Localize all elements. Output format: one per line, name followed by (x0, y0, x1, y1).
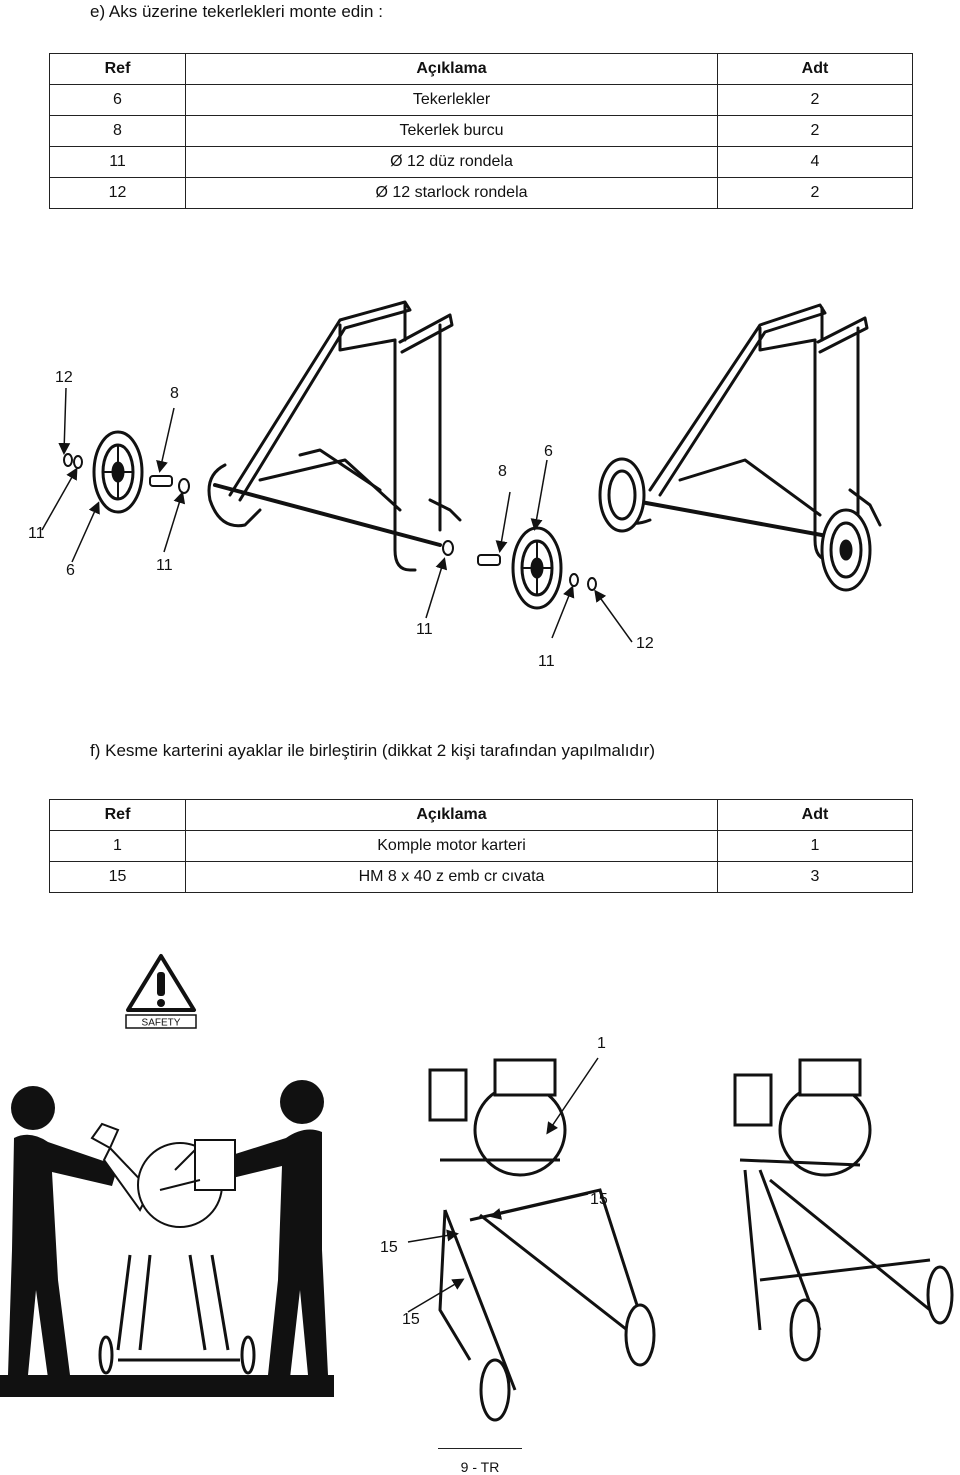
washer-icon (569, 573, 579, 587)
header-ref: Ref (49, 799, 186, 831)
housing-held (90, 1122, 236, 1228)
bushing-icon (149, 475, 173, 487)
callout-1: 1 (597, 1035, 606, 1052)
section-f-heading: f) Kesme karterini ayaklar ile birleştir… (90, 741, 655, 760)
cell-quantity: 2 (717, 115, 913, 147)
wheel-assembly-figure: 12 8 11 6 11 8 6 11 11 12 (28, 300, 882, 670)
assembly-right (733, 1058, 954, 1362)
footer-divider (438, 1448, 522, 1449)
callout-8: 8 (170, 385, 179, 402)
cell-description: Tekerlekler (185, 84, 718, 116)
washer-icon (178, 478, 190, 494)
safety-warning-icon: SAFETY (125, 954, 197, 1029)
wheel-right-front (598, 457, 646, 533)
washer-icon (63, 453, 73, 467)
callout-15: 15 (380, 1239, 398, 1256)
table-header-row: Ref Açıklama Adt (49, 53, 913, 85)
washer-icon (442, 540, 454, 556)
callout-6: 6 (66, 562, 75, 579)
safety-label: SAFETY (142, 1018, 181, 1029)
table-row: 6 Tekerlekler 2 (49, 84, 913, 116)
callout-12: 12 (636, 635, 654, 652)
callout-11: 11 (28, 525, 45, 542)
header-quantity: Adt (717, 799, 913, 831)
frame-under (98, 1254, 256, 1375)
header-quantity: Adt (717, 53, 913, 85)
wheel-left (92, 430, 144, 514)
callout-11: 11 (156, 557, 173, 574)
frame-right (610, 303, 882, 562)
callout-12: 12 (55, 369, 73, 386)
cell-ref: 6 (49, 84, 186, 116)
table-row: 11 Ø 12 düz rondela 4 (49, 146, 913, 178)
cell-description: HM 8 x 40 z emb cr cıvata (185, 861, 718, 893)
cell-quantity: 3 (717, 861, 913, 893)
cell-quantity: 1 (717, 830, 913, 862)
callout-11: 11 (416, 621, 433, 638)
parts-table-e: Ref Açıklama Adt 6 Tekerlekler 2 8 Teker… (49, 53, 913, 209)
washer-icon (587, 577, 597, 591)
header-description: Açıklama (185, 799, 718, 831)
wheel-right-back (820, 508, 872, 592)
cell-ref: 8 (49, 115, 186, 147)
cell-quantity: 4 (717, 146, 913, 178)
housing-assembly-figure: 1 15 15 15 (0, 1035, 954, 1422)
cell-description: Ø 12 düz rondela (185, 146, 718, 178)
callout-15: 15 (402, 1311, 420, 1328)
table-row: 15 HM 8 x 40 z emb cr cıvata 3 (49, 861, 913, 893)
callout-15: 15 (590, 1191, 608, 1208)
cell-description: Ø 12 starlock rondela (185, 177, 718, 209)
cell-ref: 12 (49, 177, 186, 209)
table-row: 12 Ø 12 starlock rondela 2 (49, 177, 913, 209)
cell-description: Tekerlek burcu (185, 115, 718, 147)
table-row: 1 Komple motor karteri 1 (49, 830, 913, 862)
cell-ref: 15 (49, 861, 186, 893)
washer-icon (73, 455, 83, 469)
table-header-row: Ref Açıklama Adt (49, 799, 913, 831)
cell-ref: 11 (49, 146, 186, 178)
assembly-middle (428, 1058, 656, 1422)
callout-11: 11 (538, 653, 555, 670)
callout-6: 6 (544, 443, 553, 460)
callout-8: 8 (498, 463, 507, 480)
cell-quantity: 2 (717, 84, 913, 116)
two-person-lift-icon (0, 1080, 334, 1397)
section-e-heading: e) Aks üzerine tekerlekleri monte edin : (90, 2, 383, 21)
cell-ref: 1 (49, 830, 186, 862)
parts-table-f: Ref Açıklama Adt 1 Komple motor karteri … (49, 799, 913, 893)
table-row: 8 Tekerlek burcu 2 (49, 115, 913, 147)
cell-quantity: 2 (717, 177, 913, 209)
wheel-middle (511, 526, 563, 610)
header-description: Açıklama (185, 53, 718, 85)
page-number: 9 - TR (460, 1459, 500, 1475)
header-ref: Ref (49, 53, 186, 85)
cell-description: Komple motor karteri (185, 830, 718, 862)
frame-left (207, 300, 462, 572)
bushing-icon (477, 554, 501, 566)
